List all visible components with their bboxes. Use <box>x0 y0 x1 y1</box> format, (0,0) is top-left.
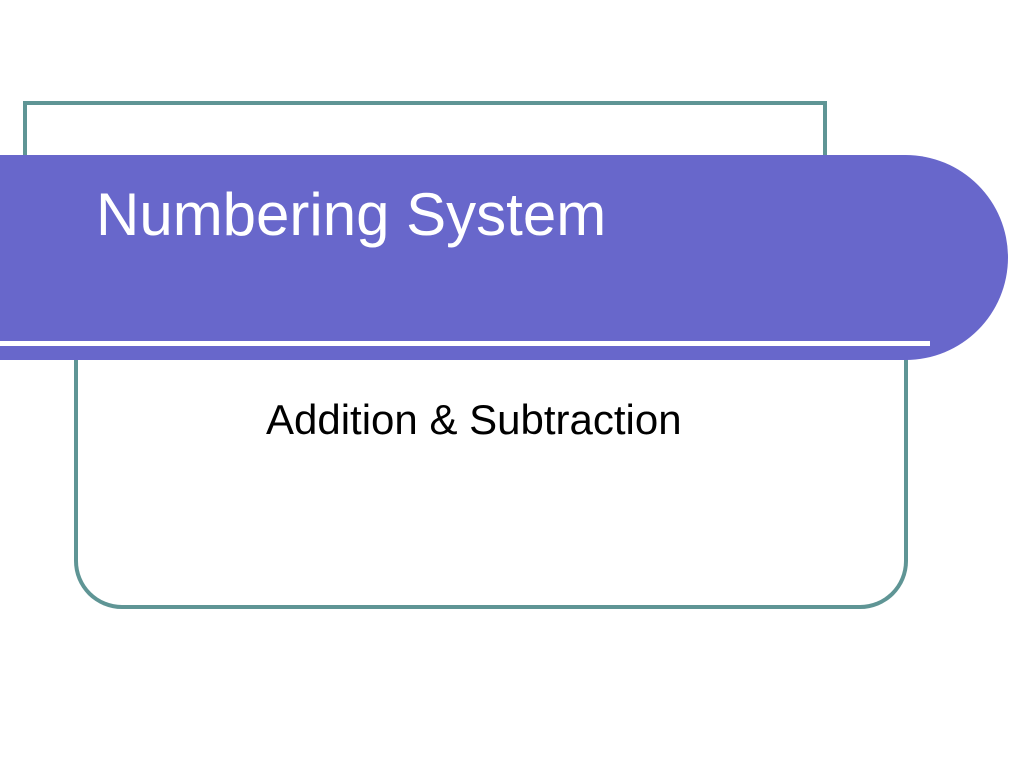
slide-subtitle: Addition & Subtraction <box>266 396 682 443</box>
title-band <box>0 155 1008 360</box>
decorative-top-frame <box>23 101 827 171</box>
decorative-content-frame <box>74 300 908 609</box>
slide-title: Numbering System <box>96 181 607 248</box>
title-underline <box>0 341 930 346</box>
